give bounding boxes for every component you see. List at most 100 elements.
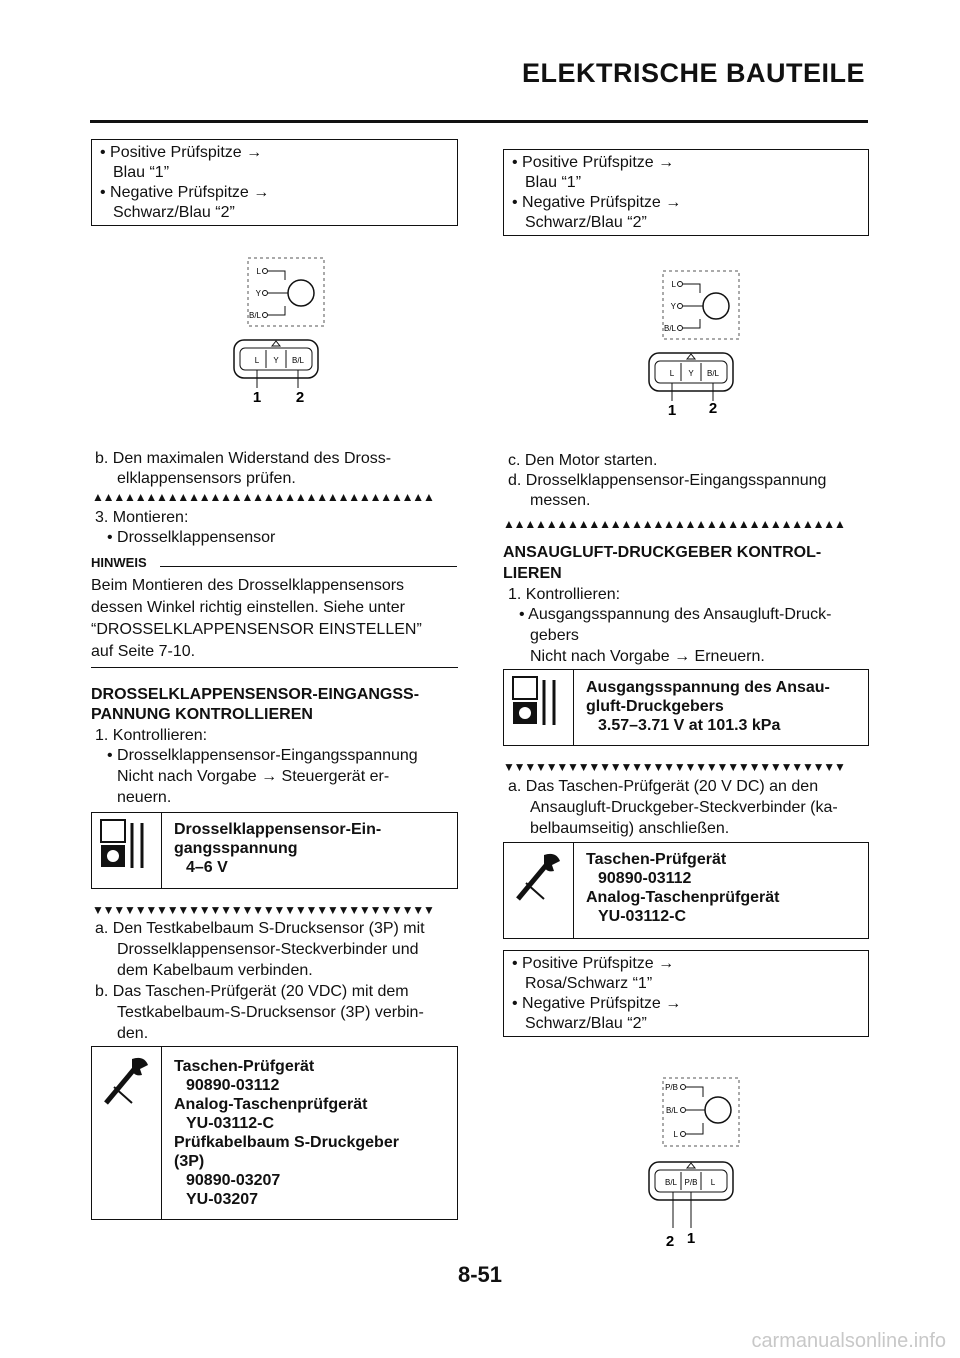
- spec-value: 4–6 V: [186, 859, 228, 876]
- probe-line: • Positive Prüfspitze →: [512, 955, 675, 972]
- tool-line: YU-03207: [186, 1191, 259, 1208]
- step-b-line: elklappensensors prüfen.: [117, 470, 296, 487]
- probe-box-right-2: • Positive Prüfspitze → Rosa/Schwarz “1”…: [503, 950, 869, 1037]
- tool-line: Taschen-Prüfgerät: [174, 1058, 315, 1075]
- pin-label: L: [255, 356, 260, 365]
- section-heading-right: LIEREN: [503, 565, 562, 582]
- step-cd-line: messen.: [530, 492, 591, 509]
- callout-1: 1: [253, 389, 261, 406]
- section-heading-left: PANNUNG KONTROLLIEREN: [91, 706, 313, 723]
- spec-line: Ausgangsspannung des Ansau-: [586, 679, 830, 696]
- section-heading-right: ANSAUGLUFT-DRUCKGEBER KONTROL-: [503, 544, 822, 561]
- tool-line: 90890-03112: [186, 1077, 280, 1094]
- step-ab-line: dem Kabelbaum verbinden.: [117, 962, 313, 979]
- step-3-line: 3. Montieren:: [95, 509, 189, 526]
- header-divider: [90, 120, 868, 123]
- wrench-icon: [92, 1047, 162, 1219]
- watermark: carmanualsonline.info: [751, 1330, 946, 1352]
- spec-line: Drosselklappensensor-Ein-: [174, 821, 382, 838]
- pin-label: Y: [273, 356, 279, 365]
- tool-box-left: Taschen-Prüfgerät 90890-03112 Analog-Tas…: [91, 1046, 458, 1220]
- connector-diagram-2: L Y B/L L Y B/L 1 2: [648, 270, 740, 419]
- tool-line: 90890-03112: [598, 870, 692, 887]
- check-step: Nicht nach Vorgabe → Steuergerät er-: [117, 768, 390, 785]
- step-cd-line: d. Drosselklappensensor-Eingangsspannung: [508, 472, 827, 489]
- tool-line: YU-03112-C: [186, 1115, 275, 1132]
- tool-line: (3P): [174, 1153, 205, 1170]
- tool-line: Prüfkabelbaum S-Druckgeber: [174, 1134, 399, 1151]
- check-step: • Ausgangsspannung des Ansaugluft-Druck-: [519, 606, 832, 623]
- sensor-symbol: [287, 279, 315, 307]
- probe-line: Schwarz/Blau “2”: [525, 1015, 647, 1032]
- spec-line: gangsspannung: [174, 840, 298, 857]
- sensor-outline: [247, 257, 325, 327]
- spec-value: 3.57–3.71 V at 101.3 kPa: [598, 717, 781, 734]
- triangle-divider-up: ▲▲▲▲▲▲▲▲▲▲▲▲▲▲▲▲▲▲▲▲▲▲▲▲▲▲▲▲▲▲▲▲: [503, 517, 846, 531]
- step-3-line: • Drosselklappensensor: [107, 529, 276, 546]
- connector-diagram-3: P/B B/L L B/L P/B L 2 1: [648, 1077, 740, 1250]
- wire-label: B/L: [249, 311, 262, 320]
- triangle-divider-down: ▼▼▼▼▼▼▼▼▼▼▼▼▼▼▼▼▼▼▼▼▼▼▼▼▼▼▼▼▼▼▼▼: [92, 903, 435, 917]
- step-a-line: Ansaugluft-Druckgeber-Steckverbinder (ka…: [530, 799, 838, 816]
- wire-label: Y: [671, 302, 677, 311]
- pin-label: B/L: [292, 356, 305, 365]
- step-cd-line: c. Den Motor starten.: [508, 452, 658, 469]
- connector-diagram-1: L Y B/L L Y B/L 1 2: [233, 257, 325, 406]
- callout-2: 2: [709, 400, 717, 417]
- step-ab-line: a. Den Testkabelbaum S-Drucksensor (3P) …: [95, 920, 425, 937]
- probe-line: • Negative Prüfspitze →: [512, 995, 682, 1012]
- check-step: 1. Kontrollieren:: [508, 586, 621, 603]
- triangle-divider-down: ▼▼▼▼▼▼▼▼▼▼▼▼▼▼▼▼▼▼▼▼▼▼▼▼▼▼▼▼▼▼▼▼: [503, 760, 846, 774]
- hinweis-rule: [160, 566, 457, 567]
- step-ab-line: Testkabelbaum-S-Drucksensor (3P) verbin-: [117, 1004, 424, 1021]
- check-step: neuern.: [117, 789, 172, 806]
- spec-line: gluft-Druckgebers: [586, 698, 724, 715]
- step-ab-line: den.: [117, 1025, 149, 1042]
- hinweis-label: HINWEIS: [91, 555, 147, 570]
- step-ab-line: b. Das Taschen-Prüfgerät (20 VDC) mit de…: [95, 983, 409, 1000]
- tool-line: Analog-Taschenprüfgerät: [586, 889, 780, 906]
- step-a-line: belbaumseitig) anschließen.: [530, 820, 730, 837]
- wire-label: L: [257, 267, 262, 276]
- check-step: 1. Kontrollieren:: [95, 727, 208, 744]
- wire-label: L: [674, 1130, 679, 1139]
- hinweis-text: “DROSSELKLAPPENSENSOR EINSTELLEN”: [91, 621, 422, 638]
- spec-box-right: Ausgangsspannung des Ansau- gluft-Druckg…: [503, 669, 869, 746]
- spec-box-left: Drosselklappensensor-Ein- gangsspannung …: [91, 812, 458, 889]
- pin-label: L: [670, 369, 675, 378]
- check-step: Nicht nach Vorgabe → Erneuern.: [530, 648, 765, 665]
- probe-box-right: • Positive Prüfspitze → Blau “1” • Negat…: [503, 149, 869, 236]
- callout-1: 1: [668, 402, 676, 419]
- pin-label: L: [711, 1178, 716, 1187]
- connector-outer: [233, 339, 319, 379]
- wire-label: L: [672, 280, 677, 289]
- wrench-icon: [504, 843, 574, 938]
- triangle-divider-up: ▲▲▲▲▲▲▲▲▲▲▲▲▲▲▲▲▲▲▲▲▲▲▲▲▲▲▲▲▲▲▲▲: [92, 490, 435, 504]
- probe-line: • Positive Prüfspitze →: [100, 144, 263, 161]
- probe-line: • Negative Prüfspitze →: [512, 194, 682, 211]
- multimeter-icon: [504, 670, 574, 745]
- pin-label: B/L: [665, 1178, 678, 1187]
- probe-box-left: • Positive Prüfspitze → Blau “1” • Negat…: [91, 139, 458, 226]
- step-b-line: b. Den maximalen Widerstand des Dross-: [95, 450, 392, 467]
- hinweis-text: auf Seite 7-10.: [91, 643, 196, 660]
- pin-label: B/L: [707, 369, 720, 378]
- wire-label: B/L: [666, 1106, 679, 1115]
- tool-line: YU-03112-C: [598, 908, 687, 925]
- tool-line: 90890-03207: [186, 1172, 281, 1189]
- hinweis-end-rule: [91, 667, 458, 668]
- step-ab-line: Drosselklappensensor-Steckverbinder und: [117, 941, 419, 958]
- callout-2: 2: [666, 1233, 674, 1250]
- callout-2: 2: [296, 389, 304, 406]
- page-number: 8-51: [457, 1262, 503, 1287]
- tool-line: Taschen-Prüfgerät: [586, 851, 727, 868]
- probe-line: • Positive Prüfspitze →: [512, 154, 675, 171]
- probe-line: • Negative Prüfspitze →: [100, 184, 270, 201]
- hinweis-text: dessen Winkel richtig einstellen. Siehe …: [91, 599, 405, 616]
- check-step: gebers: [530, 627, 579, 644]
- page-title: ELEKTRISCHE BAUTEILE: [521, 58, 865, 88]
- wire-label: P/B: [665, 1083, 678, 1092]
- pin-label: Y: [688, 369, 694, 378]
- tool-box-right: Taschen-Prüfgerät 90890-03112 Analog-Tas…: [503, 842, 869, 939]
- section-heading-left: DROSSELKLAPPENSENSOR-EINGANGSS-: [91, 686, 420, 703]
